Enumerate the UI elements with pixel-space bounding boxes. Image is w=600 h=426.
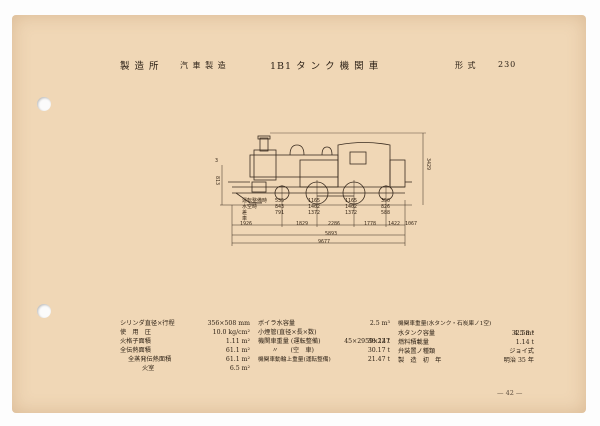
dim-bottom-6: 1067	[405, 221, 418, 227]
dim-left-main: 813	[214, 176, 220, 186]
model-label: 形 式	[455, 61, 477, 70]
page-number: — 42 —	[497, 389, 523, 397]
binder-hole-bottom	[37, 304, 51, 318]
document-page	[12, 15, 586, 413]
maker-label: 製 造 所	[120, 61, 160, 72]
dim-total-length: 9677	[318, 239, 331, 245]
dim-total-wheelbase: 5893	[325, 231, 338, 237]
spec-row: 機関車重量(水タンク・石炭庫ノ1空)	[398, 321, 492, 327]
spec-row: 〃 (空 車)30.17 t	[272, 347, 390, 355]
binder-hole-top	[37, 97, 51, 111]
spec-row: 機関車重量 (運転整備)38.22 t	[258, 338, 390, 346]
maker-value: 汽 車 製 造	[180, 61, 227, 70]
dim-bottom-5: 1422	[388, 221, 401, 227]
dim-bottom-2: 1829	[296, 221, 309, 227]
dim-bottom-3: 2286	[328, 221, 341, 227]
spec-row: 弁装置ノ種類ジョイ式	[398, 348, 534, 356]
dim-height: 3429	[425, 158, 431, 171]
spec-row: 小煙管(直径×長×数)	[258, 329, 317, 337]
dim-bottom-4: 1778	[364, 221, 377, 227]
spec-row: 製 造 初 年明治 35 年	[398, 357, 534, 365]
model-value: 230	[498, 60, 517, 69]
dim-left-upper: 3	[215, 158, 219, 164]
locomotive-type: 1B1 タ ン ク 機 関 車	[270, 61, 380, 72]
side-labels: 運転整備時 水空時 差 車	[242, 198, 268, 222]
spec-row: 機関車動輪上重量(運転整備)21.47 t	[258, 356, 390, 364]
dim-bottom-1: 1926	[240, 221, 253, 227]
